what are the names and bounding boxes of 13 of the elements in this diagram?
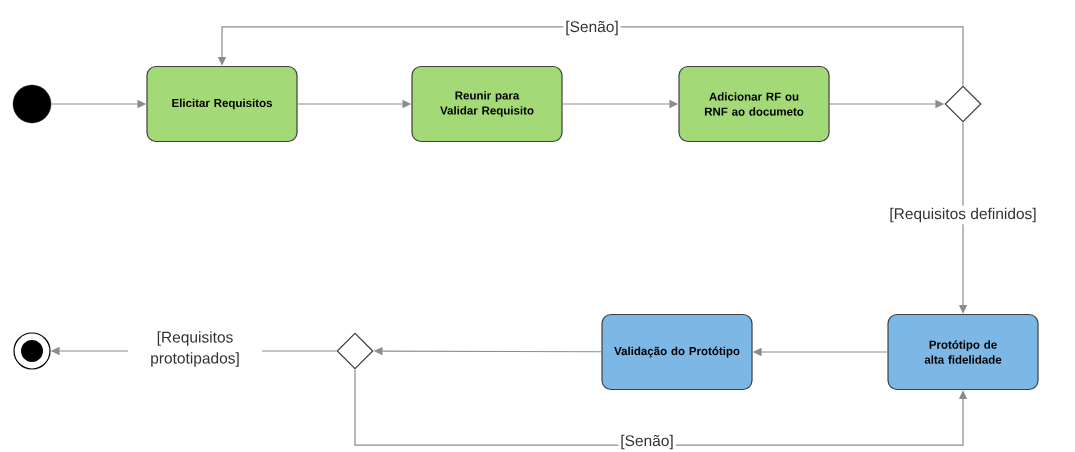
edge-label: [Requisitos definidos] — [887, 205, 1039, 225]
activity-box: Adicionar RF ou RNF ao documeto — [678, 65, 830, 143]
decision-diamond — [336, 332, 374, 370]
edge-label: [Senão] — [618, 432, 676, 452]
activity-box: Elicitar Requisitos — [146, 65, 298, 143]
end-node — [13, 332, 51, 370]
start-node — [12, 84, 52, 124]
activity-box: Reunir para Validar Requisito — [411, 65, 563, 143]
edge-label: [Requisitos prototipados] — [128, 329, 262, 369]
activity-box: Validação do Protótipo — [601, 313, 753, 391]
edge-label: [Senão] — [563, 18, 621, 38]
decision-diamond — [944, 85, 982, 123]
activity-box: Protótipo de alta fidelidade — [887, 313, 1039, 391]
